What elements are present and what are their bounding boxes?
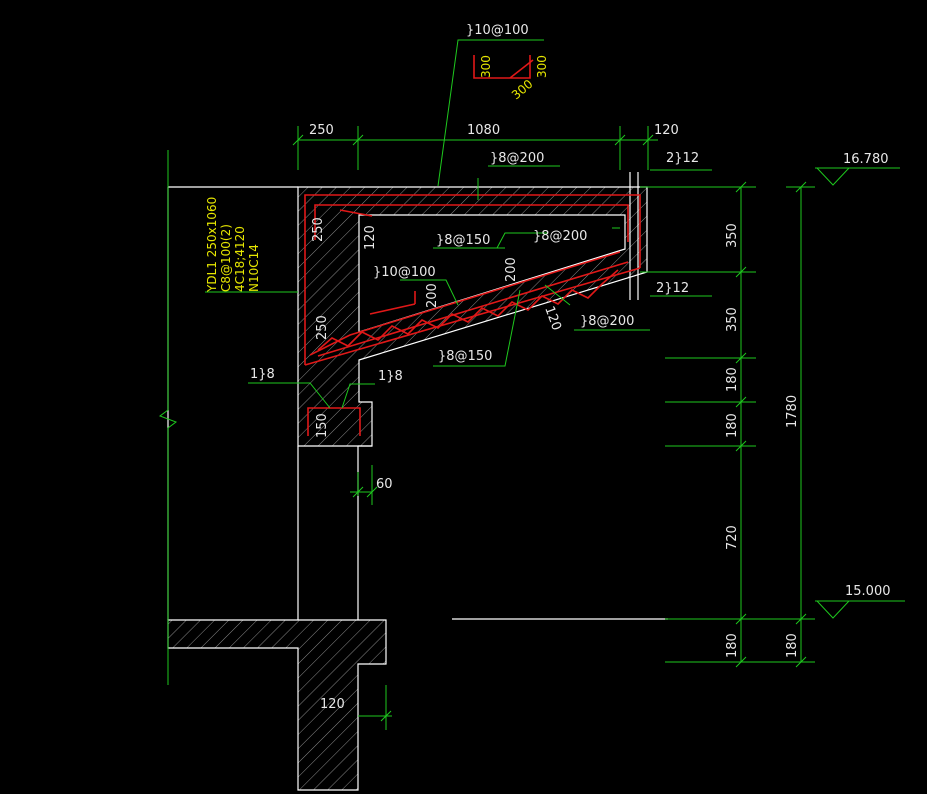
- dim-350-b: 350: [725, 307, 740, 332]
- section-dimension-texts: 250 120 250 200 200 150 120 60 120: [311, 217, 564, 712]
- rebar-callout-texts: }10@100 }8@200 2}12 2}12 }8@150 }8@200 }…: [250, 23, 699, 384]
- section-120-slope: 120: [541, 304, 564, 332]
- rebar-inner: [314, 204, 629, 242]
- top-dimension-texts: 250 1080 120: [309, 123, 679, 138]
- callout-top-bar: }10@100: [466, 23, 529, 38]
- detail-300-c: 300: [509, 77, 536, 102]
- callout-top-dist: }8@200: [490, 151, 544, 166]
- dim-720: 720: [725, 525, 740, 550]
- rebar: [304, 55, 641, 436]
- section-200-b: 200: [504, 257, 519, 282]
- callout-right-bar-bottom: 2}12: [656, 281, 689, 296]
- callout-hook-left: 1}8: [250, 367, 275, 382]
- dim-120: 120: [654, 123, 679, 138]
- dim-250: 250: [309, 123, 334, 138]
- rebar-hook-bottom: [307, 407, 361, 436]
- section-60: 60: [376, 477, 393, 492]
- section-250-mid: 250: [315, 315, 330, 340]
- beam-note-line-3: 4C18;4120: [233, 226, 247, 292]
- beam-note: YDL1 250x1060 C8@100(2) 4C18;4120 N10C14: [205, 197, 261, 293]
- detail-300-b: 300: [535, 55, 549, 78]
- callout-hook-right: 1}8: [378, 369, 403, 384]
- section-120: 120: [363, 225, 378, 250]
- dim-180-d: 180: [785, 633, 800, 658]
- elevation-texts: 16.780 15.000: [843, 152, 891, 599]
- section-250-top: 250: [311, 217, 326, 242]
- dim-180-c: 180: [725, 633, 740, 658]
- rebar-top: [304, 194, 641, 268]
- section-150: 150: [315, 413, 330, 438]
- detail-hook-diag: [509, 59, 534, 79]
- detail-300-a: 300: [479, 55, 493, 78]
- dim-1080: 1080: [467, 123, 500, 138]
- callout-right-bar-top: 2}12: [666, 151, 699, 166]
- rebar-top-left: [339, 209, 373, 217]
- dim-180-a: 180: [725, 367, 740, 392]
- detail-hook: [473, 55, 531, 79]
- dim-350-a: 350: [725, 223, 740, 248]
- beam-note-line-2: C8@100(2): [219, 224, 233, 292]
- elevation-top: 16.780: [843, 152, 889, 167]
- callout-right-slope: }8@200: [580, 314, 634, 329]
- section-120-bottom: 120: [320, 697, 345, 712]
- callout-lower-stirrup: }8@150: [438, 349, 492, 364]
- callout-lower-bar: }10@100: [373, 265, 436, 280]
- beam-note-line-4: N10C14: [247, 244, 261, 292]
- rebar-slope-3: [309, 251, 621, 356]
- rebar-zigzag: [317, 269, 619, 351]
- rebar-lower-hook: [369, 303, 416, 315]
- dim-180-b: 180: [725, 413, 740, 438]
- beam-note-line-1: YDL1 250x1060: [205, 197, 219, 293]
- dimension-lines: [158, 39, 905, 730]
- callout-slope-dist: }8@200: [533, 229, 587, 244]
- callout-inner-stirrup: }8@150: [436, 233, 490, 248]
- floor-slab-concrete: [167, 619, 387, 791]
- dim-1780: 1780: [785, 395, 800, 428]
- right-dimension-texts: 350 350 180 180 720 180 1780 180: [725, 223, 800, 658]
- section-200-a: 200: [425, 283, 440, 308]
- rebar-slope-2: [317, 261, 629, 357]
- elevation-bottom: 15.000: [845, 584, 891, 599]
